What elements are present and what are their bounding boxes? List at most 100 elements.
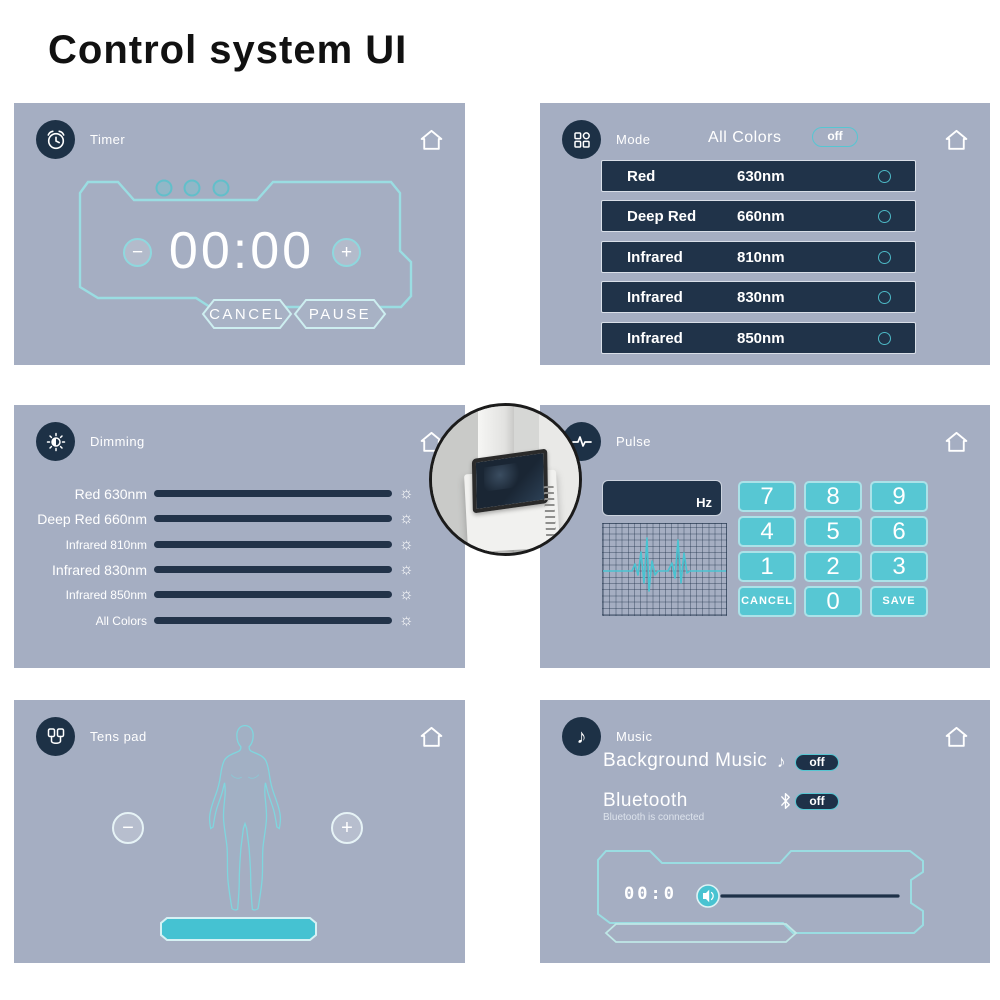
mode-row-infrared-810[interactable]: Infrared 810nm [601,241,916,273]
mode-name: Infrared [627,249,683,266]
timer-frame [78,179,413,329]
brightness-icon: ☼ [399,535,414,553]
cancel-button[interactable]: CANCEL [209,306,285,323]
key-2[interactable]: 2 [804,551,862,582]
key-4[interactable]: 4 [738,516,796,547]
mode-wavelength: 810nm [737,249,785,266]
dim-row-infrared-810: Infrared 810nm ☼ [14,536,465,553]
slider-track[interactable] [154,566,392,573]
key-0[interactable]: 0 [804,586,862,617]
timer-display: 00:00 [168,222,315,280]
brightness-icon [36,422,75,461]
music-player-frame [597,850,924,943]
radio-icon[interactable] [878,332,891,345]
mode-header: Mode [562,120,651,159]
pulse-waveform [603,537,726,592]
device-photo [429,403,582,556]
mode-panel: Mode All Colors off Red 630nm Deep Red 6… [540,103,990,365]
tens-minus-button[interactable]: − [112,812,144,844]
pause-button[interactable]: PAUSE [308,306,372,323]
all-colors-toggle[interactable]: off [812,127,858,147]
brightness-icon: ☼ [399,585,414,603]
slider-track[interactable] [154,541,392,548]
timer-panel-label: Timer [90,132,126,147]
key-save[interactable]: SAVE [870,586,928,617]
all-colors-label: All Colors [708,129,782,146]
radio-icon[interactable] [878,210,891,223]
slider-label: All Colors [95,613,147,628]
brightness-icon: ☼ [399,560,414,578]
home-icon[interactable] [418,724,445,749]
hz-unit-label: Hz [696,495,712,510]
slider-track[interactable] [154,515,392,522]
radio-icon[interactable] [878,251,891,264]
alarm-clock-icon [36,120,75,159]
key-1[interactable]: 1 [738,551,796,582]
key-5[interactable]: 5 [804,516,862,547]
timer-panel: Timer 00:00 − + CANCEL PAUSE [14,103,465,365]
mode-row-red-630[interactable]: Red 630nm [601,160,916,192]
dimming-panel-label: Dimming [90,434,145,449]
mode-row-deepred-660[interactable]: Deep Red 660nm [601,200,916,232]
bluetooth-label: Bluetooth [603,790,688,811]
dim-row-infrared-830: Infrared 830nm ☼ [14,561,465,578]
key-3[interactable]: 3 [870,551,928,582]
music-panel-label: Music [616,729,653,744]
dim-row-infrared-850: Infrared 850nm ☼ [14,586,465,603]
brightness-icon: ☼ [399,484,414,502]
mode-grid-icon [562,120,601,159]
page-title: Control system UI [48,28,408,72]
slider-track[interactable] [154,591,392,598]
radio-icon[interactable] [878,291,891,304]
tens-pads-icon [36,717,75,756]
dimming-header: Dimming [36,422,145,461]
radio-icon[interactable] [878,170,891,183]
key-7[interactable]: 7 [738,481,796,512]
key-9[interactable]: 9 [870,481,928,512]
dimming-panel: Dimming Red 630nm ☼ Deep Red 660nm ☼ Inf… [14,405,465,668]
music-note-icon: ♪ [562,717,601,756]
cancel-hex [201,299,293,329]
mode-row-infrared-850[interactable]: Infrared 850nm [601,322,916,354]
mode-wavelength: 830nm [737,289,785,306]
key-8[interactable]: 8 [804,481,862,512]
home-icon[interactable] [418,127,445,152]
body-figure [199,724,291,920]
frequency-display: Hz [602,480,722,516]
slider-track[interactable] [154,490,392,497]
mode-wavelength: 850nm [737,330,785,347]
dim-row-all-colors: All Colors ☼ [14,612,465,629]
home-icon[interactable] [943,127,970,152]
key-cancel[interactable]: CANCEL [738,586,796,617]
timer-indicator-lights [155,179,230,197]
pulse-panel: Pulse Hz 7 8 9 4 5 6 1 2 3 CANCEL 0 SAVE [540,405,990,668]
key-6[interactable]: 6 [870,516,928,547]
bluetooth-toggle[interactable]: off [795,793,839,810]
music-header: ♪ Music [562,717,652,756]
mode-name: Infrared [627,330,683,347]
bluetooth-status: Bluetooth is connected [603,812,705,823]
mode-name: Deep Red [627,208,697,225]
timer-plus-button[interactable]: + [332,238,361,267]
mode-row-infrared-830[interactable]: Infrared 830nm [601,281,916,313]
pulse-waveform-grid [602,523,727,616]
pause-hex [293,299,387,329]
bluetooth-icon [779,792,792,810]
background-music-toggle[interactable]: off [795,754,839,771]
tens-header: Tens pad [36,717,147,756]
slider-track[interactable] [154,617,392,624]
home-icon[interactable] [943,429,970,454]
device-touchscreen [471,448,549,514]
pulse-keypad: 7 8 9 4 5 6 1 2 3 CANCEL 0 SAVE [738,481,928,617]
timer-minus-button[interactable]: − [123,238,152,267]
speaker-icon [703,889,710,903]
slider-label: Infrared 830nm [52,561,147,578]
tens-plus-button[interactable]: + [331,812,363,844]
note-icon: ♪ [777,752,786,771]
timer-header: Timer [36,120,125,159]
music-panel: ♪ Music Background Music ♪ off Bluetooth… [540,700,990,963]
brightness-icon: ☼ [399,611,414,629]
slider-label: Infrared 850nm [65,587,147,602]
home-icon[interactable] [943,724,970,749]
mode-wavelength: 630nm [737,168,785,185]
